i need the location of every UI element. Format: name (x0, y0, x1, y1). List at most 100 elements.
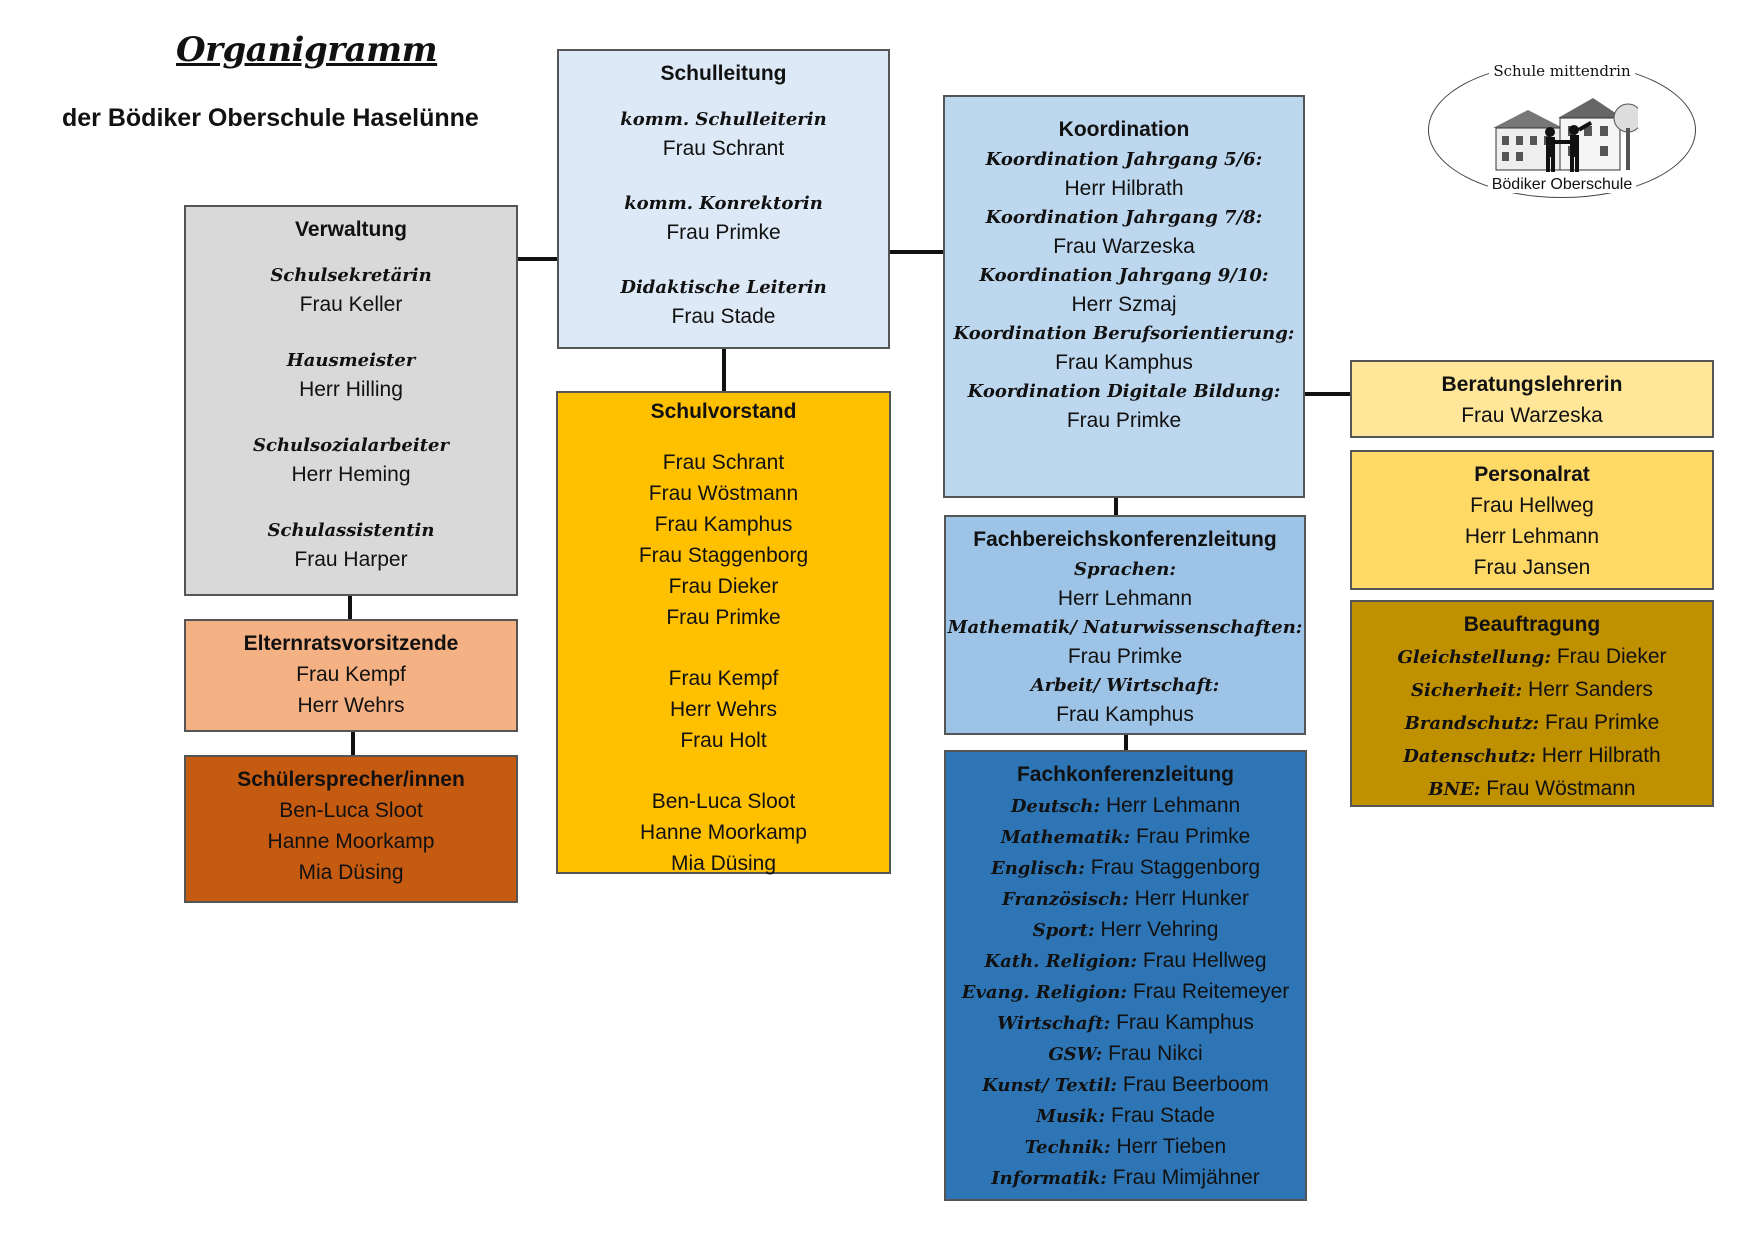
person-name: Frau Staggenborg (1090, 856, 1261, 879)
personalrat-box: Personalrat Frau Hellweg Herr Lehmann Fr… (1350, 450, 1714, 590)
connector-koordination-beratung (1304, 392, 1351, 396)
role-label: Schulsekretärin (270, 265, 432, 286)
connector-verwaltung-elternrat (348, 595, 352, 620)
person-name: Frau Primke (1135, 825, 1251, 848)
role-label: Deutsch: (1010, 796, 1101, 817)
person-name: Herr Hunker (1134, 887, 1249, 910)
person-name: Frau Schrant (662, 451, 785, 474)
schulvorstand-box: Schulvorstand Frau Schrant Frau Wöstmann… (556, 391, 891, 875)
beratung-box: Beratungslehrerin Frau Warzeska (1350, 360, 1714, 438)
person-name: Herr Wehrs (670, 698, 777, 721)
role-label: Mathematik: (1000, 827, 1131, 848)
person-name: Frau Kamphus (654, 513, 793, 536)
person-name: Frau Stade (671, 305, 776, 328)
connector-koordination-fachbereich (1114, 497, 1118, 517)
role-label: Brandschutz: (1404, 713, 1540, 734)
role-label: Arbeit/ Wirtschaft: (1030, 675, 1220, 696)
elternrat-box: Elternratsvorsitzende Frau Kempf Herr We… (184, 619, 518, 732)
beratung-title: Beratungslehrerin (1441, 373, 1623, 396)
person-name: Frau Staggenborg (638, 544, 809, 567)
person-name: Herr Szmaj (1071, 293, 1177, 316)
logo-top-text: Schule mittendrin (1428, 62, 1696, 80)
person-name: Frau Jansen (1473, 556, 1591, 579)
person-name: Herr Heming (291, 463, 411, 486)
fachkonferenz-entry: Mathematik: Frau Primke (946, 821, 1305, 852)
role-label: GSW: (1048, 1044, 1103, 1065)
person-name: Frau Primke (666, 221, 781, 244)
schulleitung-title: Schulleitung (660, 62, 787, 85)
person-name: Frau Primke (1066, 409, 1182, 432)
fachkonferenz-title: Fachkonferenzleitung (1016, 763, 1235, 786)
person-name: Frau Schrant (662, 137, 785, 160)
role-label: Koordination Berufsorientierung: (953, 323, 1295, 344)
role-label: Wirtschaft: (997, 1013, 1111, 1034)
fachkonferenz-entry: Evang. Religion: Frau Reitemeyer (946, 976, 1305, 1007)
page-title: Organigramm (176, 30, 438, 70)
person-name: Ben-Luca Sloot (651, 790, 796, 813)
verwaltung-title: Verwaltung (294, 218, 408, 241)
fachkonferenz-entry: Englisch: Frau Staggenborg (946, 852, 1305, 883)
role-label: Sprachen: (1074, 559, 1176, 580)
person-name: Herr Hilbrath (1541, 744, 1661, 767)
role-label: Koordination Digitale Bildung: (967, 381, 1281, 402)
person-name: Frau Wöstmann (1486, 777, 1636, 800)
person-name: Herr Vehring (1100, 918, 1219, 941)
schulvorstand-title: Schulvorstand (650, 400, 797, 423)
beauftragung-title: Beauftragung (1463, 613, 1601, 636)
person-name: Frau Primke (1067, 645, 1183, 668)
role-label: Sicherheit: (1411, 680, 1523, 701)
role-label: Kunst/ Textil: (982, 1075, 1118, 1096)
role-label: Französisch: (1002, 889, 1129, 910)
role-label: Kath. Religion: (984, 951, 1137, 972)
person-name: Herr Lehmann (1057, 587, 1193, 610)
person-name: Frau Nikci (1108, 1042, 1203, 1065)
person-name: Herr Tieben (1116, 1135, 1227, 1158)
role-label: Sport: (1032, 920, 1095, 941)
school-building-icon (1493, 98, 1638, 172)
person-name: Frau Primke (666, 606, 781, 629)
beauftragung-box: Beauftragung Gleichstellung: Frau Dieker… (1350, 600, 1714, 807)
role-label: Datenschutz: (1403, 746, 1536, 767)
person-name: Frau Reitemeyer (1132, 980, 1290, 1003)
role-label: Informatik: (991, 1168, 1107, 1189)
role-label: Musik: (1036, 1106, 1106, 1127)
role-label: Koordination Jahrgang 7/8: (985, 207, 1263, 228)
person-name: Frau Stade (1111, 1104, 1215, 1127)
fachkonferenz-entry: Deutsch: Herr Lehmann (946, 790, 1305, 821)
person-name: Frau Dieker (1556, 645, 1667, 668)
schulleitung-box: Schulleitung komm. Schulleiterin Frau Sc… (557, 49, 890, 349)
role-label: Didaktische Leiterin (620, 277, 827, 298)
beauftragung-entry: Brandschutz: Frau Primke (1352, 706, 1712, 739)
personalrat-title: Personalrat (1474, 463, 1590, 486)
role-label: Englisch: (990, 858, 1085, 879)
person-name: Frau Hellweg (1142, 949, 1267, 972)
fachkonferenz-entry: Kunst/ Textil: Frau Beerboom (946, 1069, 1305, 1100)
person-name: Frau Kamphus (1055, 351, 1193, 374)
person-name: Hanne Moorkamp (267, 830, 435, 853)
fachbereich-title: Fachbereichskonferenzleitung (973, 528, 1277, 551)
person-name: Frau Primke (1544, 711, 1660, 734)
person-name: Frau Kamphus (1116, 1011, 1254, 1034)
role-label: Hausmeister (286, 350, 416, 371)
verwaltung-box: Verwaltung Schulsekretärin Frau Keller H… (184, 205, 518, 596)
role-label: Mathematik/ Naturwissenschaften: (947, 617, 1303, 638)
role-label: Gleichstellung: (1397, 647, 1551, 668)
person-name: Frau Kempf (668, 667, 779, 690)
person-name: Herr Sanders (1528, 678, 1653, 701)
person-name: Mia Düsing (670, 852, 777, 875)
fachkonferenz-entry: Französisch: Herr Hunker (946, 883, 1305, 914)
person-name: Herr Hilling (299, 378, 403, 401)
person-name: Frau Warzeska (1053, 235, 1195, 258)
fachkonferenz-entry: Informatik: Frau Mimjähner (946, 1162, 1305, 1193)
person-name: Herr Wehrs (297, 694, 405, 717)
role-label: Evang. Religion: (961, 982, 1128, 1003)
connector-schulleitung-schulvorstand (722, 349, 726, 391)
role-label: Koordination Jahrgang 9/10: (979, 265, 1269, 286)
person-name: Mia Düsing (298, 861, 404, 884)
school-logo: Schule mittendrin Bödiker Oberschule (1428, 62, 1696, 198)
connector-fachbereich-fachkonferenz (1124, 734, 1128, 750)
elternrat-title: Elternratsvorsitzende (243, 632, 459, 655)
fachkonferenz-entry: GSW: Frau Nikci (946, 1038, 1305, 1069)
role-label: komm. Schulleiterin (620, 109, 827, 130)
person-name: Frau Warzeska (1461, 404, 1603, 427)
